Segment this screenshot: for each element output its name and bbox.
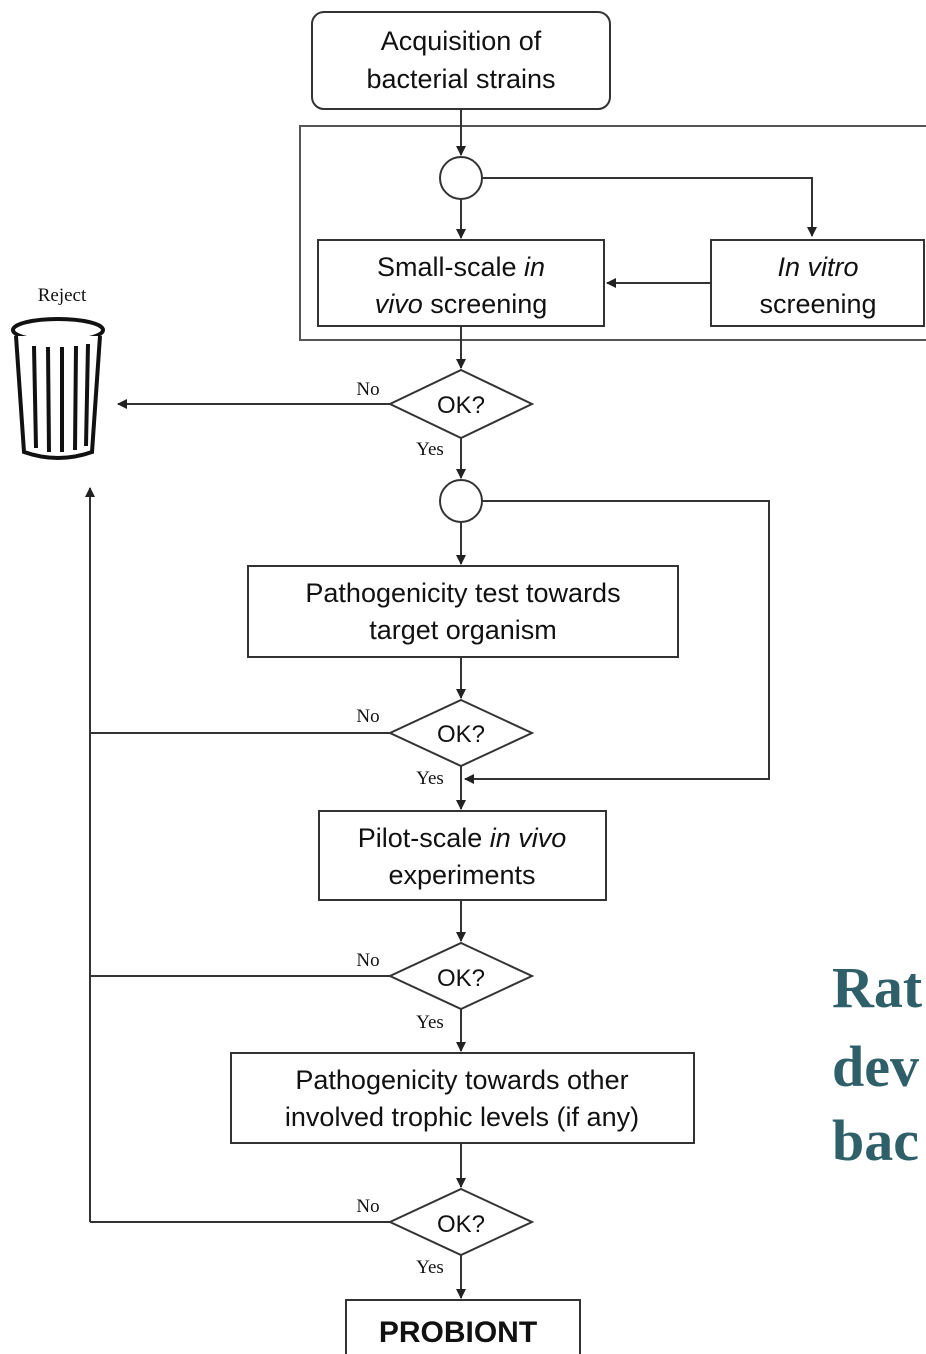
decision-4-yes: Yes [416, 1257, 444, 1278]
side-text-line-2: dev [832, 1034, 919, 1099]
pathogenicity-target-line-1: Pathogenicity test towards [305, 578, 620, 608]
pathogenicity-target-box: Pathogenicity test towards target organi… [247, 565, 679, 658]
decision-1-yes: Yes [416, 439, 444, 460]
probiont-box: PROBIONT [345, 1299, 581, 1354]
small-scale-line-2: vivo screening [375, 289, 548, 319]
small-scale-line-1: Small-scale in [377, 252, 545, 282]
decision-1-no: No [356, 379, 379, 400]
decision-3-label: OK? [437, 965, 485, 992]
pilot-line-2: experiments [388, 860, 535, 890]
decision-3-no: No [356, 950, 379, 971]
in-vitro-screening-box: In vitro screening [710, 239, 925, 327]
acquisition-box: Acquisition of bacterial strains [311, 11, 611, 110]
in-vitro-line-2: screening [759, 289, 876, 319]
decision-2: OK? [387, 698, 535, 768]
arrow-junction-to-in-vitro [482, 177, 817, 237]
acquisition-line-1: Acquisition of [381, 26, 542, 56]
pilot-scale-box: Pilot-scale in vivo experiments [318, 810, 607, 901]
junction-circle-2 [439, 479, 483, 523]
probiont-label: PROBIONT [379, 1316, 537, 1349]
decision-2-no: No [356, 706, 379, 727]
pilot-line-1: Pilot-scale in vivo [358, 823, 567, 853]
pathogenicity-other-box: Pathogenicity towards other involved tro… [230, 1052, 695, 1144]
pathogenicity-other-line-2: involved trophic levels (if any) [285, 1102, 639, 1132]
side-text-line-3: bac [832, 1108, 919, 1173]
pathogenicity-other-line-1: Pathogenicity towards other [295, 1065, 628, 1095]
side-text-line-1: Rat [832, 955, 923, 1020]
in-vitro-line-1: In vitro [777, 252, 858, 282]
small-scale-screening-box: Small-scale in vivo screening [317, 239, 605, 327]
reject-bin-icon [11, 317, 105, 460]
decision-4: OK? [387, 1187, 535, 1257]
junction-circle-1 [439, 156, 483, 200]
decision-1-label: OK? [437, 392, 485, 419]
decision-3-yes: Yes [416, 1012, 444, 1033]
reject-label: Reject [38, 285, 87, 306]
decision-4-no: No [356, 1196, 379, 1217]
acquisition-line-2: bacterial strains [366, 64, 555, 94]
pathogenicity-target-line-2: target organism [369, 615, 557, 645]
decision-3: OK? [387, 941, 535, 1011]
decision-2-label: OK? [437, 721, 485, 748]
screening-frame [299, 125, 926, 341]
decision-2-yes: Yes [416, 768, 444, 789]
arrow-bypass-pathogenicity [464, 500, 770, 784]
decision-4-label: OK? [437, 1211, 485, 1238]
decision-1: OK? [387, 368, 535, 440]
